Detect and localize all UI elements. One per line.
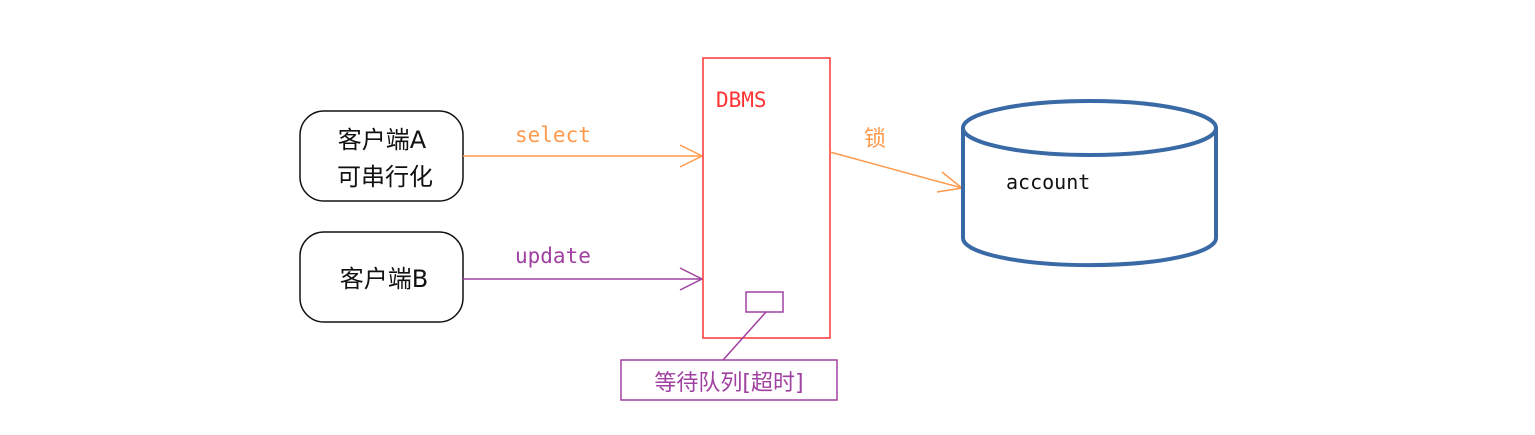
dbms-box: DBMS <box>702 57 831 339</box>
client-a-label-line1: 客户端A <box>338 126 427 154</box>
client-b-label: 客户端B <box>340 265 428 293</box>
lock-edge: 锁 <box>829 127 964 193</box>
update-edge: update <box>463 244 704 291</box>
lock-edge-label: 锁 <box>864 127 886 152</box>
client-a-node: 客户端A 可串行化 <box>299 110 464 202</box>
account-database-label: account <box>1006 170 1090 194</box>
update-edge-label: update <box>515 244 591 268</box>
account-database: account <box>961 99 1218 268</box>
client-b-node: 客户端B <box>299 231 464 323</box>
wait-queue-label: 等待队列[超时] <box>654 371 803 396</box>
wait-queue-callout: 等待队列[超时] <box>620 311 838 401</box>
client-a-label-line2: 可串行化 <box>337 163 433 191</box>
select-edge-label: select <box>515 123 591 147</box>
dbms-label: DBMS <box>716 88 767 112</box>
select-edge: select <box>463 123 704 168</box>
wait-queue-slot <box>745 291 784 313</box>
